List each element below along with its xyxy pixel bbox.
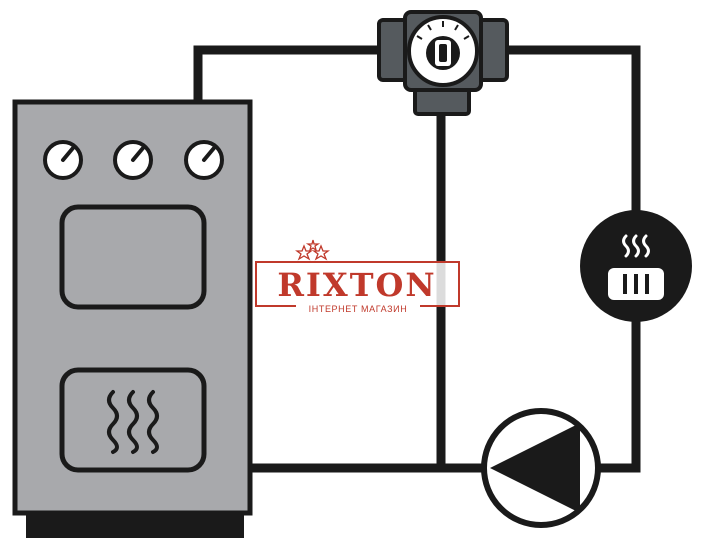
star-icon [295,239,330,261]
boiler-firebox-door [59,367,207,473]
boiler-gauge-2 [113,140,153,180]
heat-waves-icon [107,390,159,454]
steam-icon [622,234,650,258]
gauge-needle [202,146,216,162]
pump-direction-arrow-icon [490,423,580,513]
gauge-needle [131,146,145,162]
pump [481,408,601,528]
watermark-subtitle-bg [296,302,420,314]
supply-pipe-boiler-to-valve [193,45,385,102]
supply-pipe-valve-to-radiator [505,45,641,220]
watermark-frame [255,261,460,307]
boiler-gauge-1 [43,140,83,180]
valve-knob-grip-inner [439,44,447,62]
rixton-watermark: RIXTON ІНТЕРНЕТ МАГАЗИН [255,239,460,314]
dial-ticks [416,21,470,40]
radiator-fins [623,274,649,294]
mixing-valve [377,10,509,116]
boiler-window [59,204,207,310]
boiler-gauge-3 [184,140,224,180]
watermark-brand: RIXTON [277,266,436,304]
radiator [580,210,692,322]
radiator-icon [580,210,692,322]
gauge-needle [61,146,75,162]
return-pipe-radiator-to-pump [598,316,641,473]
boiler [12,99,253,538]
watermark-subtitle: ІНТЕРНЕТ МАГАЗИН [309,304,408,314]
